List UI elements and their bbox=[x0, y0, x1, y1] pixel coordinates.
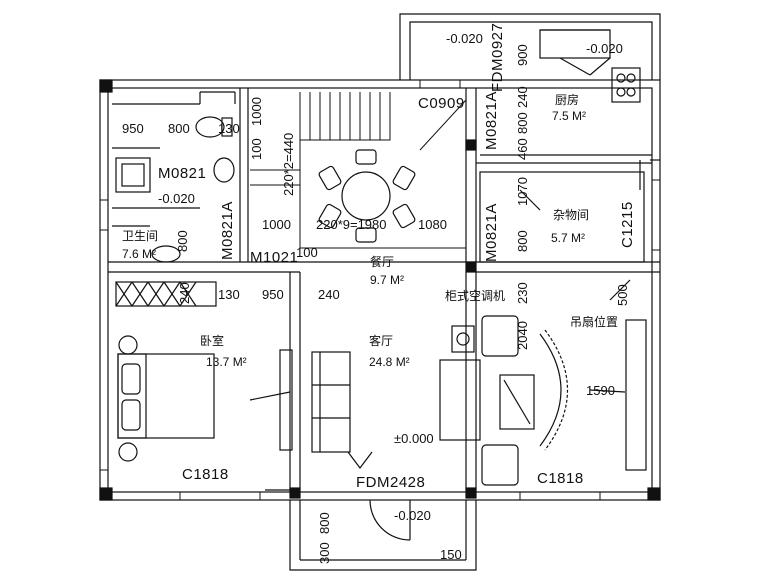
dim-100-b: 100 bbox=[296, 245, 318, 260]
dim-1070: 1070 bbox=[515, 177, 530, 206]
bedroom-furniture bbox=[115, 281, 293, 491]
code-c1818-left: C1818 bbox=[182, 466, 229, 483]
dim-800-bath: 800 bbox=[175, 230, 190, 252]
dim-240-hall: 240 bbox=[318, 287, 340, 302]
room-area-storage: 5.7 M² bbox=[551, 231, 586, 245]
dim-2040: 2040 bbox=[515, 321, 530, 350]
code-m0821a-kitchen: M0821A bbox=[483, 91, 500, 150]
code-fdm2428: FDM2428 bbox=[356, 474, 426, 491]
dim-230: 230 bbox=[515, 282, 530, 304]
code-m0821a-storage: M0821A bbox=[483, 203, 500, 262]
dim-1980: 220*9=1980 bbox=[316, 217, 387, 232]
dim-stair: 220*2=440 bbox=[281, 132, 296, 196]
living-furniture bbox=[311, 279, 647, 486]
dim-130-bed: 130 bbox=[218, 287, 240, 302]
code-m0821-bath: M0821 bbox=[158, 165, 207, 182]
dim-800-bot: 800 bbox=[317, 512, 332, 534]
dim-800-top: 800 bbox=[168, 121, 190, 136]
level-entry: -0.020 bbox=[394, 508, 431, 523]
dim-240-k: 240 bbox=[515, 86, 530, 108]
level-main: ±0.000 bbox=[394, 431, 434, 446]
room-name-kitchen: 厨房 bbox=[555, 93, 580, 107]
dim-240-bed: 240 bbox=[177, 282, 192, 304]
dim-800-k: 800 bbox=[515, 112, 530, 134]
dim-100-v: 100 bbox=[249, 138, 264, 160]
outer-walls bbox=[99, 79, 661, 501]
level-kitchen-in: -0.020 bbox=[586, 41, 623, 56]
dim-130-top: 130 bbox=[218, 121, 240, 136]
code-m1021: M1021 bbox=[250, 249, 299, 266]
code-m0821a-left: M0821A bbox=[219, 201, 236, 260]
room-name-storage: 杂物间 bbox=[553, 208, 590, 222]
code-c0909: C0909 bbox=[418, 95, 465, 112]
dim-900-k: 900 bbox=[515, 44, 530, 66]
kitchen-walls bbox=[399, 13, 661, 190]
dim-800-s: 800 bbox=[515, 230, 530, 252]
annotation-fan: 吊扇位置 bbox=[570, 315, 619, 329]
dim-1000-h: 1000 bbox=[262, 217, 291, 232]
dim-950-bed: 950 bbox=[262, 287, 284, 302]
room-name-living: 客厅 bbox=[369, 334, 394, 348]
annotation-ac: 柜式空调机 bbox=[445, 289, 506, 303]
room-area-dining: 9.7 M² bbox=[370, 273, 405, 287]
room-name-bathroom: 卫生间 bbox=[122, 229, 159, 243]
dim-950-top: 950 bbox=[122, 121, 144, 136]
room-area-kitchen: 7.5 M² bbox=[552, 109, 587, 123]
dim-500: 500 bbox=[615, 284, 630, 306]
interior-walls bbox=[108, 88, 660, 490]
dim-1000-v: 1000 bbox=[249, 97, 264, 126]
bathroom-fixtures bbox=[112, 116, 235, 263]
code-c1215: C1215 bbox=[619, 201, 636, 248]
room-name-bedroom: 卧室 bbox=[200, 334, 225, 348]
dim-1080: 1080 bbox=[418, 217, 447, 232]
dim-150-bot: 150 bbox=[440, 547, 462, 562]
room-name-dining: 餐厅 bbox=[370, 255, 395, 269]
dim-460: 460 bbox=[515, 138, 530, 160]
dim-1590: 1590 bbox=[586, 383, 615, 398]
room-area-bathroom: 7.6 M² bbox=[122, 247, 157, 261]
dim-300-bot: 300 bbox=[317, 542, 332, 564]
room-area-living: 24.8 M² bbox=[369, 355, 410, 369]
entry-porch bbox=[289, 499, 477, 571]
dining-table bbox=[318, 149, 416, 243]
room-area-bedroom: 13.7 M² bbox=[206, 355, 247, 369]
windows bbox=[100, 80, 660, 500]
stairs bbox=[250, 92, 467, 249]
code-c1818-right: C1818 bbox=[537, 470, 584, 487]
code-fdm0927: FDM0927 bbox=[489, 22, 506, 92]
level-kitchen-out: -0.020 bbox=[446, 31, 483, 46]
level-bath: -0.020 bbox=[158, 191, 195, 206]
